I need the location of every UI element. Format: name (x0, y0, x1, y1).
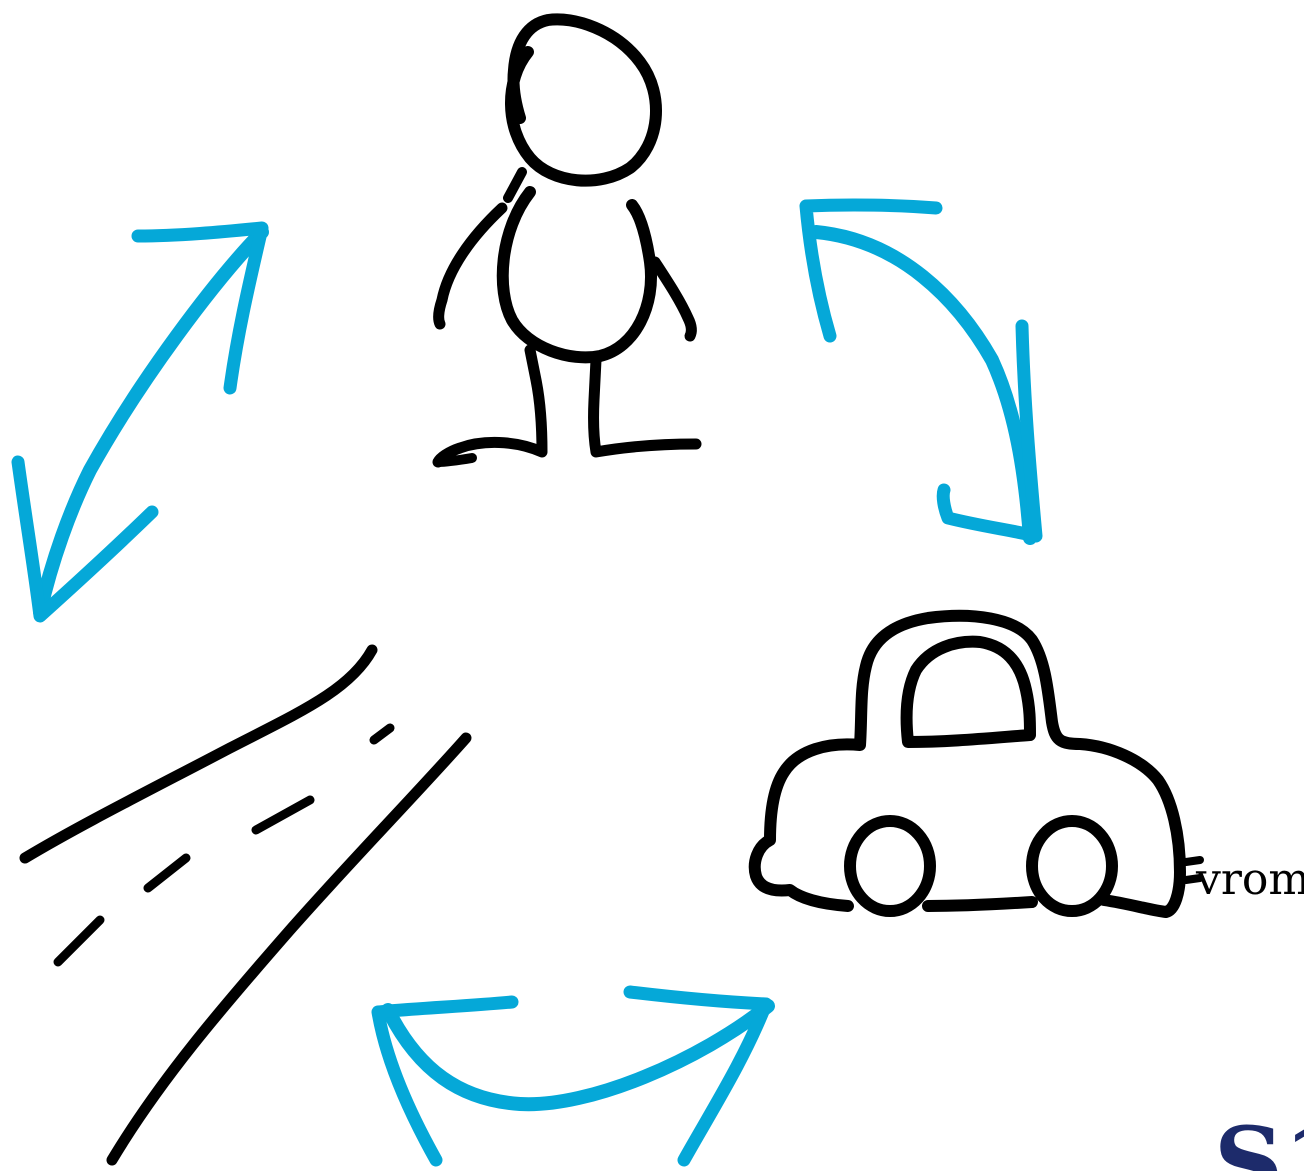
car-window (907, 642, 1030, 742)
road-lane-dash-2 (256, 800, 310, 830)
arrow-person-car-shaft (816, 232, 1030, 538)
road-left-edge (25, 650, 372, 858)
person-body (503, 192, 651, 357)
car-front-wheel (850, 821, 930, 911)
logo-mark: S1 (1214, 1106, 1304, 1171)
road-right-edge (112, 738, 466, 1160)
person-left-arm (439, 208, 502, 324)
curved-arrow-icon (806, 205, 1036, 538)
arrow-road-car-shaft (388, 1006, 768, 1104)
double-arrow-icon (378, 992, 768, 1160)
vroom-label: vrom (1195, 854, 1304, 905)
road-lane-dash-1 (374, 728, 390, 740)
person-left-foot-hook (438, 458, 472, 462)
arrow-road-person-shaft (40, 232, 262, 612)
person-head (511, 19, 656, 180)
person-neck (508, 172, 522, 198)
person-right-leg (594, 360, 696, 452)
double-arrow-icon (18, 228, 262, 616)
road-lane-dash-4 (58, 920, 100, 962)
road-lane-dash-3 (148, 858, 186, 888)
person-right-arm (655, 262, 691, 336)
person-figure-icon (438, 19, 696, 462)
car-rear-wheel (1032, 821, 1112, 911)
car-icon: vrom (755, 616, 1304, 912)
person-left-leg (438, 350, 542, 462)
